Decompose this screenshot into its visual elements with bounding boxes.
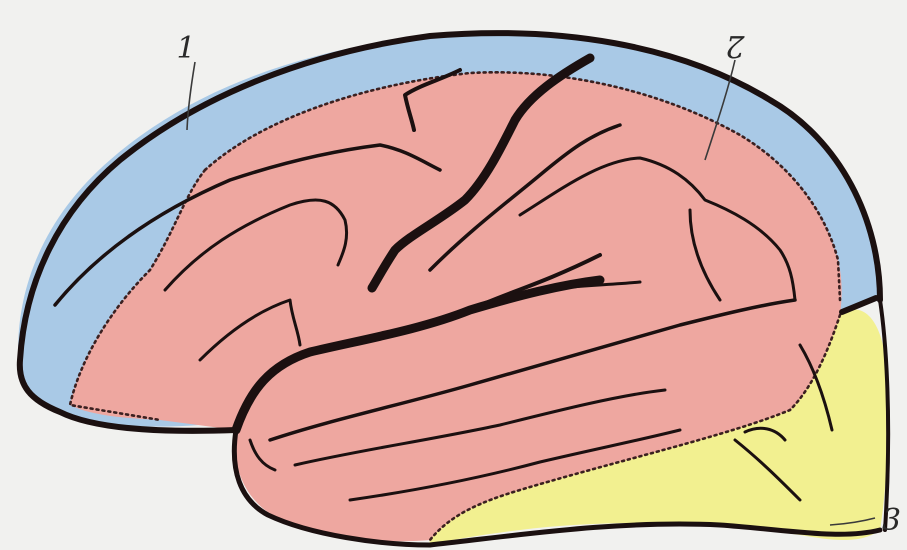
label-3: 3 (882, 503, 901, 538)
label-1: 1 (176, 31, 195, 66)
label-2: 2 (725, 28, 745, 63)
